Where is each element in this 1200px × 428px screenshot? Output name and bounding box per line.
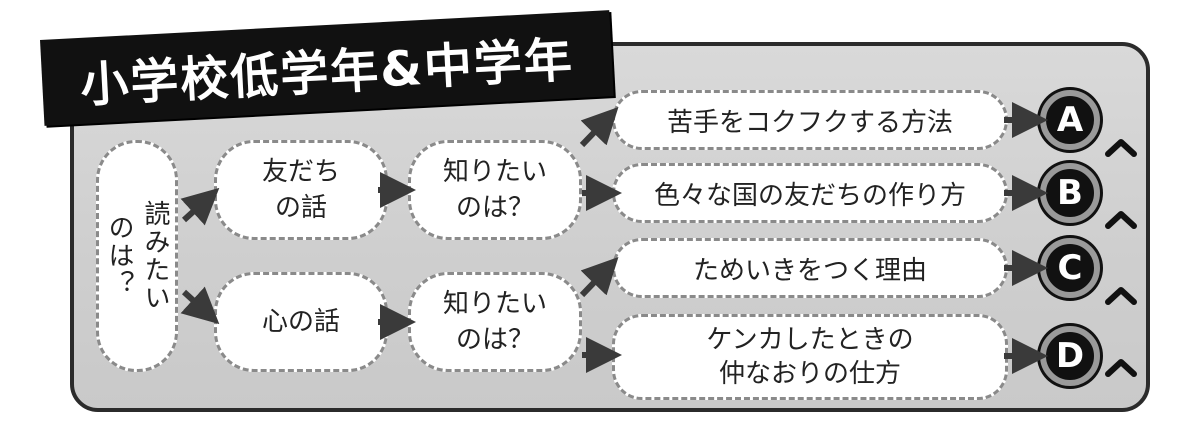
branch-heart-question-box: 知りたい のは？ <box>408 272 582 372</box>
badge-d-letter: D <box>1055 336 1085 376</box>
leaf-d-label: ケンカしたときの 仲なおりの仕方 <box>706 325 914 389</box>
badge-d: D <box>1040 326 1100 386</box>
leaf-d-box: ケンカしたときの 仲なおりの仕方 <box>612 314 1008 400</box>
caret-up-icon <box>1105 287 1137 305</box>
badge-a: A <box>1040 90 1100 150</box>
leaf-a-label: 苦手をコクフクする方法 <box>666 107 953 138</box>
branch-friends-question-box: 知りたい のは？ <box>408 140 582 240</box>
branch-friends-question-label: 知りたい のは？ <box>442 157 547 223</box>
leaf-b-label: 色々な国の友だちの作り方 <box>653 180 966 211</box>
root-box: 読みたい のは？ <box>96 140 178 372</box>
badge-c-letter: C <box>1057 248 1083 288</box>
branch-friends-label: 友だち の話 <box>261 157 340 223</box>
caret-up-icon <box>1105 211 1137 229</box>
branch-heart-label: 心の話 <box>261 307 340 337</box>
leaf-a-box: 苦手をコクフクする方法 <box>612 90 1008 150</box>
root-label: 読みたい のは？ <box>104 200 170 312</box>
badge-c: C <box>1040 238 1100 298</box>
caret-up-icon <box>1105 139 1137 157</box>
badge-a-letter: A <box>1056 100 1084 140</box>
badge-b: B <box>1040 163 1100 223</box>
branch-heart-box: 心の話 <box>214 272 388 372</box>
title-text: 小学校低学年&中学年 <box>79 32 576 114</box>
leaf-c-label: ためいきをつく理由 <box>692 255 927 286</box>
leaf-b-box: 色々な国の友だちの作り方 <box>612 163 1008 223</box>
leaf-c-box: ためいきをつく理由 <box>612 238 1008 298</box>
badge-b-letter: B <box>1057 173 1083 213</box>
branch-friends-box: 友だち の話 <box>214 140 388 240</box>
branch-heart-question-label: 知りたい のは？ <box>442 289 547 355</box>
caret-up-icon <box>1105 359 1137 377</box>
